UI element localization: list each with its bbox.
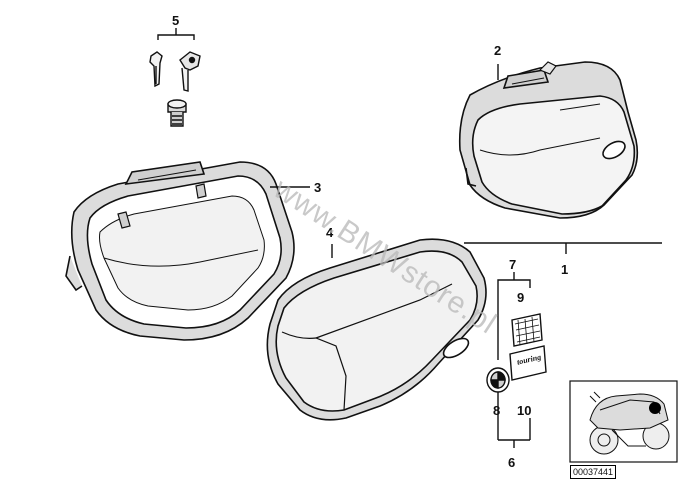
case-location-marker	[649, 402, 661, 414]
callout-8: 8	[493, 403, 501, 418]
case-shell-with-frame	[65, 161, 295, 341]
bmw-roundel-icon	[486, 367, 510, 393]
callout-9: 9	[517, 290, 525, 305]
callout-2: 2	[494, 43, 502, 58]
key-folding-icon	[179, 51, 201, 92]
case-lid	[266, 238, 487, 421]
touring-badge	[509, 345, 547, 381]
callout-1: 1	[561, 262, 569, 277]
motorcycle-thumbnail	[569, 380, 678, 463]
leader-lines	[270, 64, 499, 258]
callout-6: 6	[508, 455, 516, 470]
callout-5: 5	[172, 13, 180, 28]
callout-7: 7	[509, 257, 517, 272]
lock-cylinder-icon	[167, 99, 187, 127]
complete-side-case	[458, 61, 639, 219]
callout-10: 10	[517, 403, 532, 418]
set-leader-line	[464, 242, 662, 254]
callout-4: 4	[326, 225, 334, 240]
emblem-set	[486, 272, 547, 448]
key-blank-icon	[149, 51, 163, 88]
key-and-lock-set	[149, 28, 201, 127]
diagram-part-code: 00037441	[570, 465, 617, 479]
callout-3: 3	[314, 180, 322, 195]
reflector-icon	[511, 313, 543, 347]
